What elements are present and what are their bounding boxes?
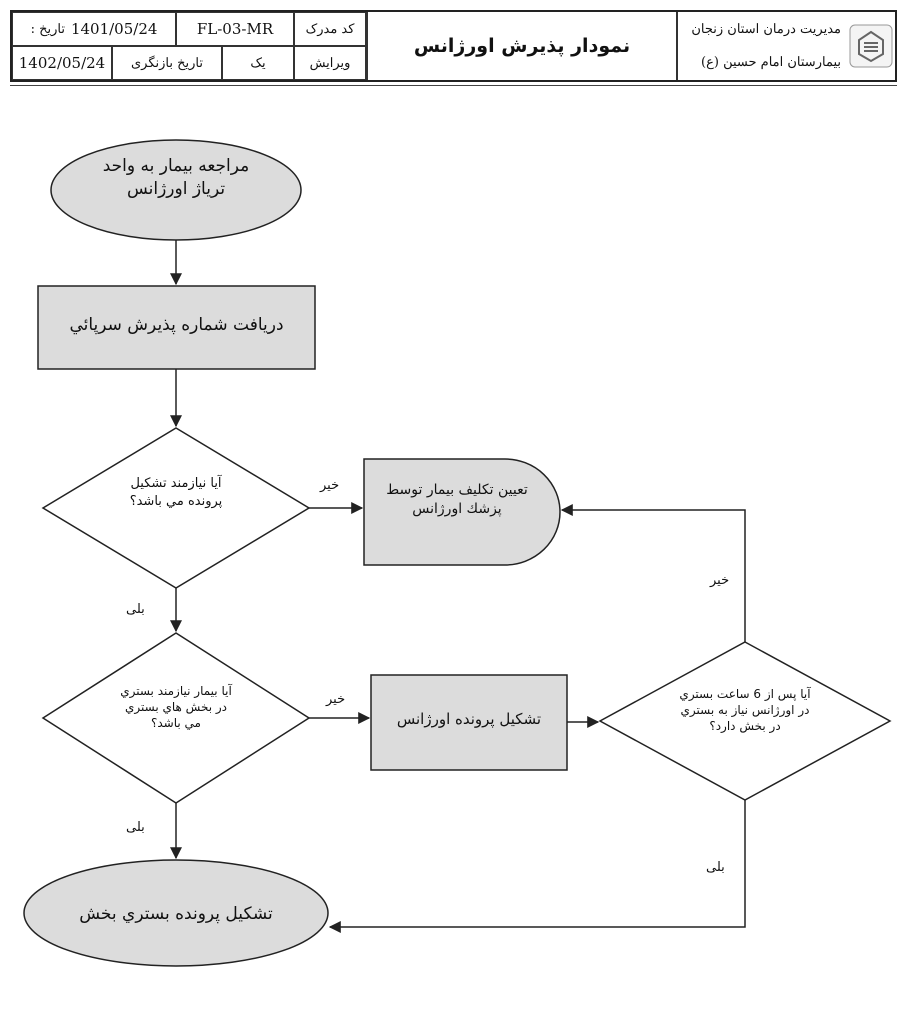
revision-value: یک xyxy=(250,55,266,71)
assign-text-line-2: پزشك اورژانس xyxy=(412,500,502,517)
assign-text: تعيين تكليف بيمار توسط پزشك اورژانس xyxy=(368,481,546,519)
doc-code-cell: FL-03-MR xyxy=(176,12,294,46)
receive-process-box xyxy=(37,285,316,370)
label-q2-yes: بلی xyxy=(126,820,145,835)
receive-text: دريافت شماره پذيرش سرپائي xyxy=(38,314,315,337)
header-underline xyxy=(10,85,897,86)
emergency-file-text-line: تشكيل پرونده اورژانس xyxy=(396,710,542,728)
arrow-q3-no xyxy=(560,504,746,642)
arrow-q3-yes xyxy=(328,800,746,933)
doc-code-label: کد مدرک xyxy=(305,21,355,37)
q2-text-line-2: در بخش هاي بستري xyxy=(124,700,228,715)
review-date-cell: 1402/05/24 xyxy=(12,46,112,80)
label-q1-yes: بلی xyxy=(126,602,145,617)
label-q3-yes: بلی xyxy=(706,860,725,875)
assign-text-line-1: تعيين تكليف بيمار توسط xyxy=(386,482,528,498)
start-text: مراجعه بيمار به واحد ترياژ اورژانس xyxy=(66,155,286,201)
review-date-value: 1402/05/24 xyxy=(18,54,106,72)
end-terminal xyxy=(23,859,329,967)
q2-text: آيا بيمار نيازمند بستري در بخش هاي بستري… xyxy=(86,683,266,732)
doc-code-value: FL-03-MR xyxy=(196,20,274,38)
assign-delay-shape xyxy=(363,458,561,566)
review-date-label-cell: تاريخ بازنگری xyxy=(112,46,222,80)
q2-text-line-1: آيا بيمار نيازمند بستري xyxy=(120,684,232,698)
hospital-name: بيمارستان امام حسين (ع) xyxy=(701,55,841,70)
q3-text-line-3: در بخش دارد؟ xyxy=(709,719,781,734)
date-cell: تاريخ : 1401/05/24 xyxy=(12,12,176,46)
page-title: نمودار پذیرش اورژانس xyxy=(413,35,631,57)
review-date-label: تاريخ بازنگری xyxy=(131,55,204,71)
title-cell: نمودار پذیرش اورژانس xyxy=(366,12,678,80)
doc-code-label-cell: کد مدرک xyxy=(294,12,366,46)
document-header: تاريخ : 1401/05/24 FL-03-MR کد مدرک 1402… xyxy=(10,10,897,82)
emergency-file-text: تشكيل پرونده اورژانس xyxy=(371,709,567,729)
revision-label-cell: ويرايش xyxy=(294,46,366,80)
receive-text-line: دريافت شماره پذيرش سرپائي xyxy=(69,315,284,335)
start-text-line-1: مراجعه بيمار به واحد xyxy=(102,156,250,176)
date-label: تاريخ : xyxy=(30,21,65,37)
end-text-line: تشكيل پرونده بستري بخش xyxy=(79,904,273,924)
q2-text-line-3: مي باشد؟ xyxy=(151,716,201,731)
organization-cell: مديريت درمان استان زنجان بيمارستان امام … xyxy=(678,12,897,80)
end-text: تشكيل پرونده بستري بخش xyxy=(30,903,322,926)
q3-text-line-2: در اورژانس نياز به بستري xyxy=(680,703,810,718)
q3-text: آيا پس از 6 ساعت بستري در اورژانس نياز ب… xyxy=(650,686,840,735)
q1-text-line-2: پرونده مي باشد؟ xyxy=(129,493,223,509)
org-name: مديريت درمان استان زنجان xyxy=(691,22,841,37)
q3-text-line-1: آيا پس از 6 ساعت بستري xyxy=(679,687,811,701)
label-q1-no: خير xyxy=(320,478,340,493)
start-text-line-2: ترياژ اورژانس xyxy=(126,178,226,199)
q1-text: آيا نيازمند تشكيل پرونده مي باشد؟ xyxy=(86,475,266,510)
date-value: 1401/05/24 xyxy=(70,20,158,38)
label-q3-no: خير xyxy=(710,573,730,588)
revision-label: ويرايش xyxy=(309,55,351,71)
hospital-logo-icon xyxy=(849,24,893,68)
q1-text-line-1: آيا نيازمند تشكيل xyxy=(130,476,222,491)
label-q2-no: خير xyxy=(326,692,346,707)
revision-cell: یک xyxy=(222,46,294,80)
